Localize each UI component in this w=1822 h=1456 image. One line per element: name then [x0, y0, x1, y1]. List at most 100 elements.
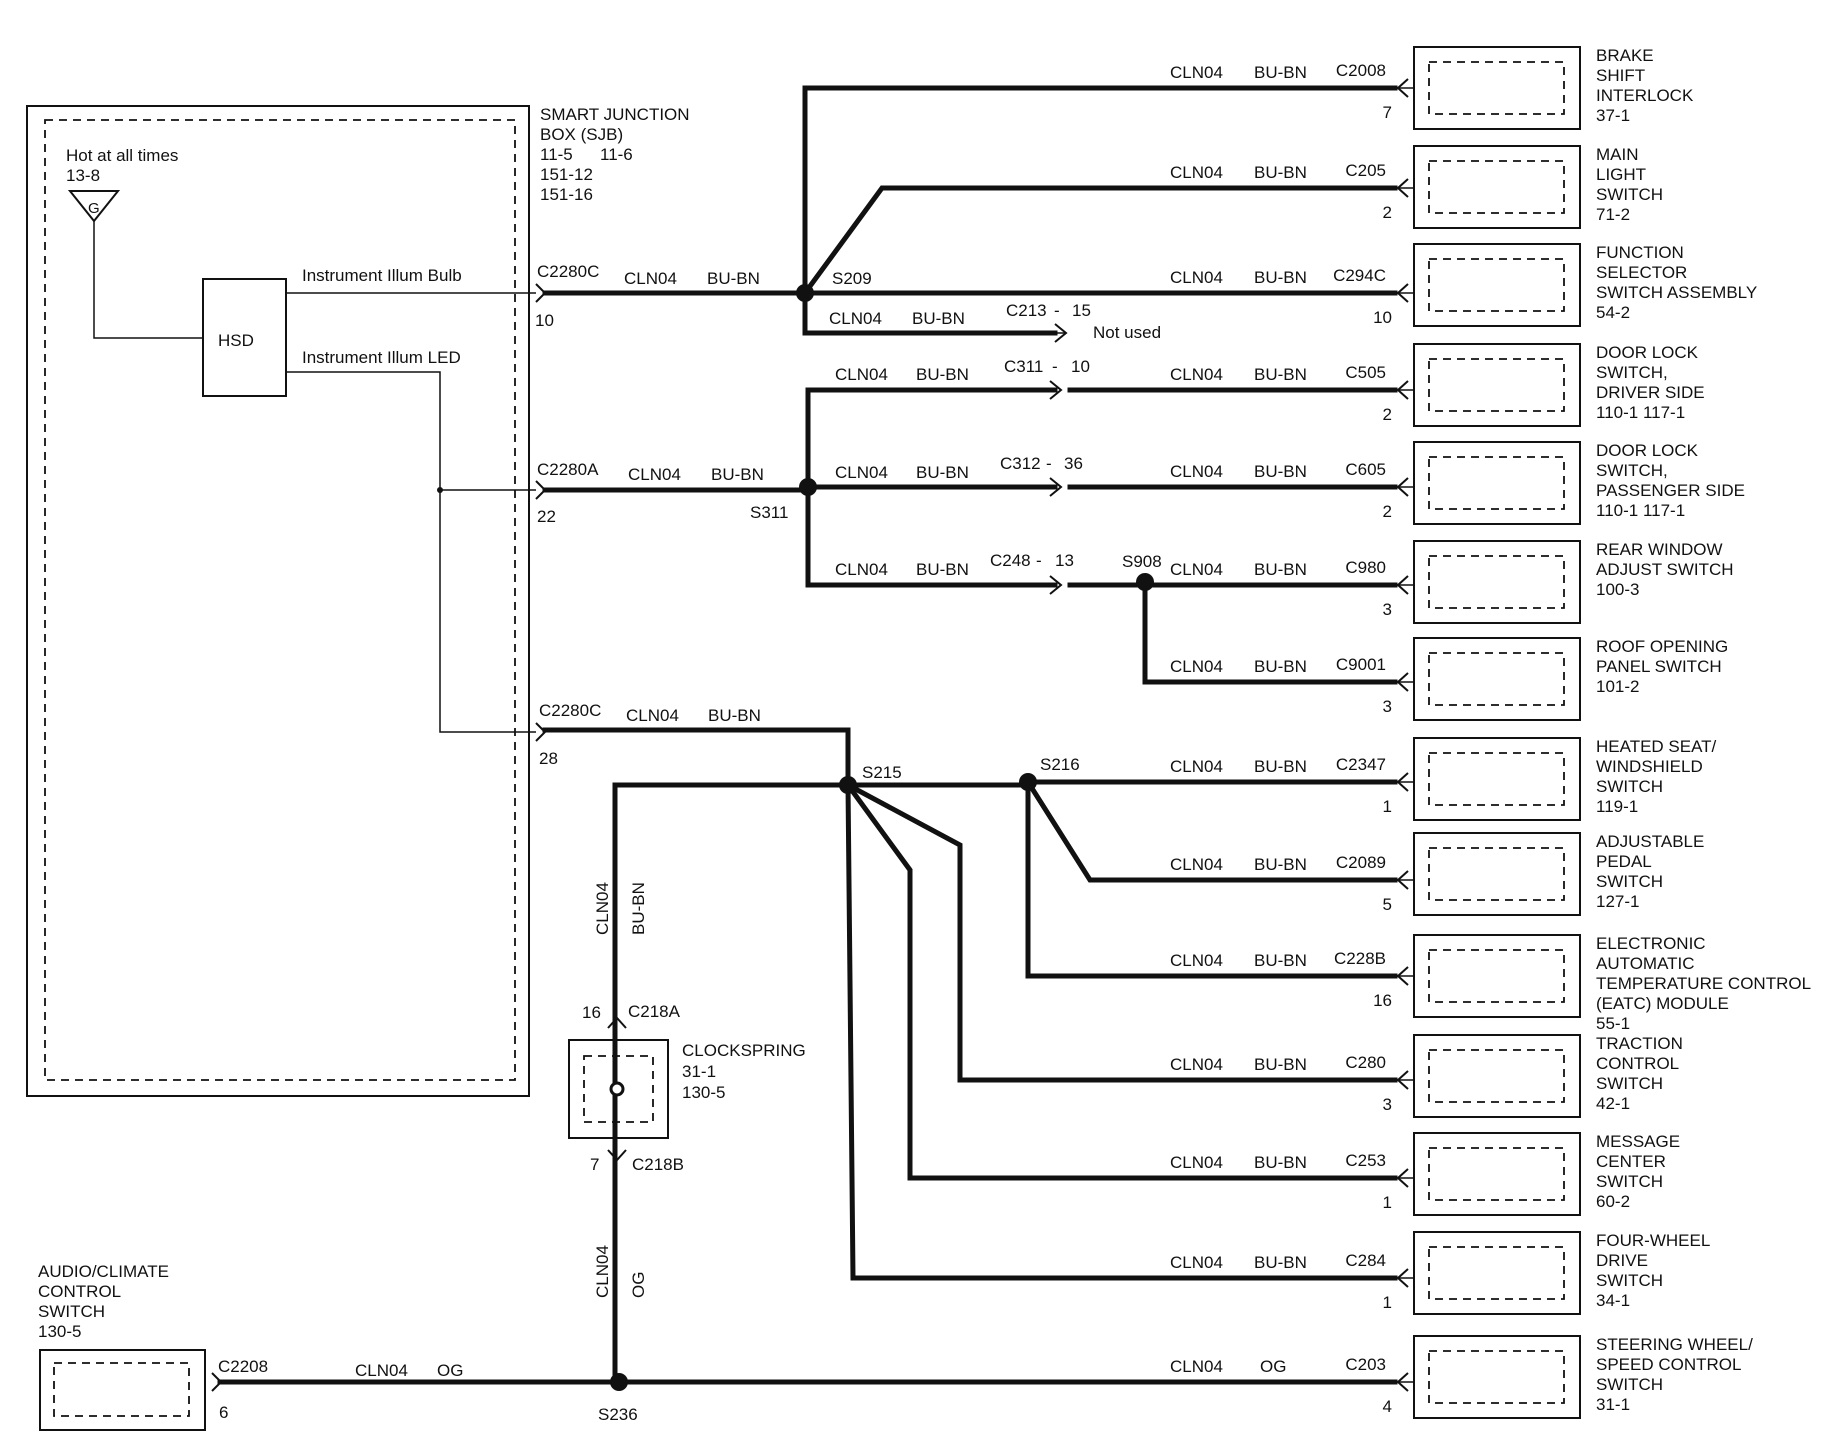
- sjb-title-line2: BOX (SJB): [540, 125, 623, 144]
- connector-label: C2089: [1336, 853, 1386, 872]
- wire-color: BU-BN: [912, 309, 965, 328]
- component-box: [1413, 737, 1581, 821]
- component-dashed-box: [1428, 847, 1565, 901]
- component-dashed-box: [1428, 258, 1565, 312]
- clockspring-ref2: 130-5: [682, 1083, 725, 1102]
- component-box: [1413, 243, 1581, 327]
- component-label-line: SWITCH: [1596, 1074, 1663, 1093]
- s209-wiring: [542, 85, 1398, 336]
- wire-color: BU-BN: [1254, 1055, 1307, 1074]
- hsd-block: [202, 278, 287, 397]
- c2280c-bottom-pin: 28: [539, 749, 558, 768]
- c312-pin: 36: [1064, 454, 1083, 473]
- component-label-line: STEERING WHEEL/: [1596, 1335, 1753, 1354]
- wire-color: OG: [437, 1361, 463, 1380]
- component-box: [1413, 1231, 1581, 1315]
- wire-color: BU-BN: [1254, 462, 1307, 481]
- component-label-line: (EATC) MODULE: [1596, 994, 1729, 1013]
- component-label-line: 101-2: [1596, 677, 1639, 696]
- audio-ref: 130-5: [38, 1322, 81, 1341]
- component-label-line: PANEL SWITCH: [1596, 657, 1722, 676]
- component-dashed-box: [1428, 1246, 1565, 1300]
- component-label-line: SWITCH: [1596, 1172, 1663, 1191]
- wire-color-vertical: OG: [629, 1272, 648, 1298]
- c218b-label: C218B: [632, 1155, 684, 1174]
- c312-label: C312: [1000, 454, 1041, 473]
- c2280c-bottom-label: C2280C: [539, 701, 601, 720]
- c218a-pin: 16: [582, 1003, 601, 1022]
- component-label-line: 54-2: [1596, 303, 1630, 322]
- hot-ref: 13-8: [66, 166, 100, 185]
- component-box: [1413, 934, 1581, 1018]
- component-label-line: SWITCH: [1596, 777, 1663, 796]
- wire-color: BU-BN: [711, 465, 764, 484]
- clockspring-terminal-icon: [609, 1081, 625, 1097]
- splice-s216-dot: [1019, 773, 1037, 791]
- led-output-wire: [286, 371, 536, 733]
- component-box: [1413, 1132, 1581, 1216]
- component-label-line: MAIN: [1596, 145, 1639, 164]
- wire-circuit-vertical: CLN04: [593, 1245, 612, 1298]
- splice-s311-dot: [799, 478, 817, 496]
- led-junction-dot: [437, 487, 443, 493]
- component-label-line: FUNCTION: [1596, 243, 1684, 262]
- wire-color: BU-BN: [916, 463, 969, 482]
- wire-circuit: CLN04: [1170, 63, 1223, 82]
- sjb-outline: [26, 105, 530, 1097]
- audio-line1: AUDIO/CLIMATE: [38, 1262, 169, 1281]
- component-label-line: MESSAGE: [1596, 1132, 1680, 1151]
- wire-color: BU-BN: [707, 269, 760, 288]
- wire-color: BU-BN: [1254, 268, 1307, 287]
- wire-circuit: CLN04: [1170, 462, 1223, 481]
- connector-pin: 7: [1383, 103, 1392, 122]
- wire-circuit: CLN04: [628, 465, 681, 484]
- component-label-line: 42-1: [1596, 1094, 1630, 1113]
- c311-pin: 10: [1071, 357, 1090, 376]
- wire-color: BU-BN: [1254, 163, 1307, 182]
- wire-color-vertical: BU-BN: [629, 882, 648, 935]
- component-box: [1413, 832, 1581, 916]
- splice-s908-dot: [1136, 573, 1154, 591]
- clockspring-name: CLOCKSPRING: [682, 1041, 806, 1060]
- wire-circuit: CLN04: [626, 706, 679, 725]
- wire-color: BU-BN: [916, 560, 969, 579]
- component-dashed-box: [1428, 61, 1565, 115]
- connector-label: C228B: [1334, 949, 1386, 968]
- s215-wiring: [217, 727, 1398, 1385]
- wire-circuit: CLN04: [835, 560, 888, 579]
- c213-pin: 15: [1072, 301, 1091, 320]
- wire-circuit: CLN04: [1170, 560, 1223, 579]
- wire-color: BU-BN: [708, 706, 761, 725]
- component-label-line: HEATED SEAT/: [1596, 737, 1717, 756]
- smart-junction-box: [26, 105, 530, 1097]
- wire-color: BU-BN: [1254, 657, 1307, 676]
- component-label-line: 110-1 117-1: [1596, 501, 1685, 520]
- component-label-line: CENTER: [1596, 1152, 1666, 1171]
- component-label-line: SHIFT: [1596, 66, 1645, 85]
- component-label-line: 110-1 117-1: [1596, 403, 1685, 422]
- c311-arrow-icon: [1049, 380, 1063, 400]
- c213-arrow-icon: [1054, 323, 1068, 343]
- wire-color: BU-BN: [1254, 1153, 1307, 1172]
- component-label-line: DRIVER SIDE: [1596, 383, 1705, 402]
- wire-circuit: CLN04: [1170, 657, 1223, 676]
- component-label-line: FOUR-WHEEL: [1596, 1231, 1710, 1250]
- component-label-line: LIGHT: [1596, 165, 1646, 184]
- connector-label: C2008: [1336, 61, 1386, 80]
- splice-s216: S216: [1040, 755, 1080, 774]
- component-dashed-box: [1428, 358, 1565, 412]
- component-label-line: REAR WINDOW: [1596, 540, 1723, 559]
- c218b-pin: 7: [590, 1155, 599, 1174]
- component-label-line: TEMPERATURE CONTROL: [1596, 974, 1811, 993]
- wire-color: BU-BN: [916, 365, 969, 384]
- component-label-line: INTERLOCK: [1596, 86, 1694, 105]
- connector-label: C605: [1345, 460, 1386, 479]
- component-label-line: SWITCH: [1596, 1375, 1663, 1394]
- c2280a-label: C2280A: [537, 460, 599, 479]
- component-dashed-box: [1428, 752, 1565, 806]
- component-label-line: BRAKE: [1596, 46, 1654, 65]
